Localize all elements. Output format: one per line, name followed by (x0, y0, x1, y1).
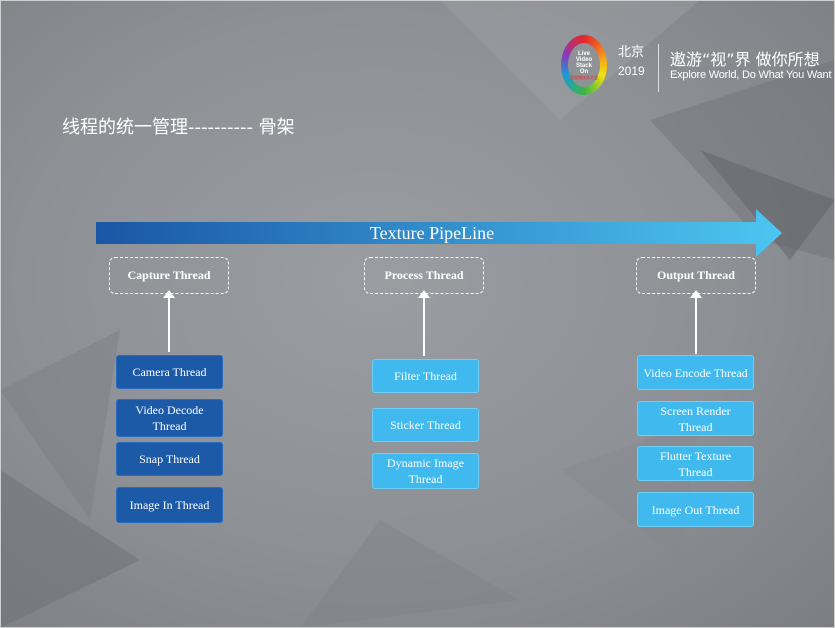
logo-line-4: On (579, 68, 589, 75)
video-encode-thread-box: Video Encode Thread (637, 355, 754, 390)
slide-title: 线程的统一管理---------- 骨架 (62, 117, 295, 138)
event-city: 北京 (618, 45, 645, 60)
pipeline-arrow (96, 209, 782, 257)
logo-line-1: Live (577, 50, 590, 57)
slogan-chinese: 遨游“视”界 做你所想 (670, 50, 820, 69)
flutter-texture-thread-box: Flutter Texture Thread (637, 446, 754, 481)
video-decode-thread-box: Video Decode Thread (116, 399, 223, 437)
image-in-thread-box: Image In Thread (116, 487, 223, 523)
snap-thread-box: Snap Thread (116, 442, 223, 476)
header-divider (658, 44, 659, 92)
process-up-arrow (418, 290, 430, 356)
capture-thread-node: Capture Thread (109, 257, 229, 294)
screen-render-thread-box: Screen Render Thread (637, 401, 754, 436)
pipeline-label: Texture PipeLine (369, 223, 495, 243)
image-out-thread-box: Image Out Thread (637, 492, 754, 527)
capture-up-arrow (163, 290, 175, 352)
filter-thread-box: Filter Thread (372, 359, 479, 393)
logo-subtitle: 音视频技术大会 (570, 74, 598, 80)
event-year: 2019 (618, 64, 645, 78)
dynamic-image-thread-box: Dynamic Image Thread (372, 453, 479, 489)
sticker-thread-box: Sticker Thread (372, 408, 479, 442)
logo-line-3: Stack (575, 62, 592, 69)
output-up-arrow (690, 290, 702, 354)
conference-logo: Live Video Stack On 音视频技术大会 (561, 35, 607, 95)
output-thread-node: Output Thread (636, 257, 756, 294)
process-thread-node: Process Thread (364, 257, 484, 294)
camera-thread-box: Camera Thread (116, 355, 223, 389)
logo-line-2: Video (575, 56, 593, 63)
slogan-english: Explore World, Do What You Want (670, 69, 832, 81)
